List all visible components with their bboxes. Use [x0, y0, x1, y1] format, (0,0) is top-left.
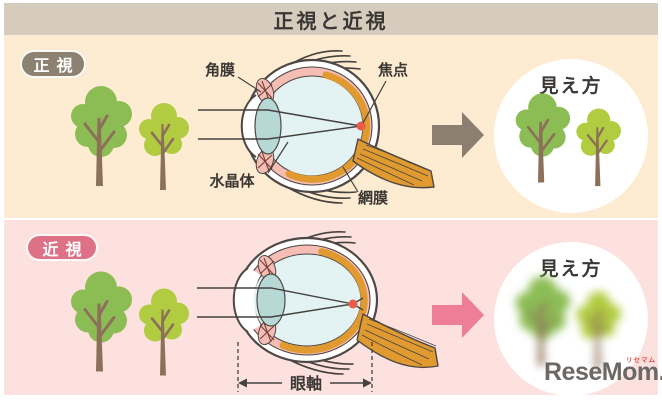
myopia-eye-diagram: 眼軸 — [197, 230, 439, 393]
optic-nerve — [352, 138, 435, 189]
myopia-badge: 近視 — [26, 234, 98, 261]
normal-view-circle: 見え方 — [494, 59, 648, 213]
view-title: 見え方 — [539, 259, 603, 280]
light-rays — [197, 287, 364, 318]
view-title: 見え方 — [539, 76, 603, 97]
trees-illustration — [69, 84, 191, 192]
page-title: 正視と近視 — [4, 3, 658, 35]
ciliary-body — [255, 77, 275, 175]
focal-point-label: 焦点 — [377, 61, 408, 79]
myopia-section: 近視 — [4, 220, 662, 396]
light-rays — [198, 109, 362, 140]
focal-point-dot — [356, 121, 366, 131]
trees-illustration — [69, 270, 191, 377]
lens-shape — [254, 97, 282, 155]
optic-nerve — [356, 313, 439, 369]
blurred-trees-view — [514, 274, 623, 371]
cornea-label: 角膜 — [205, 61, 235, 79]
normal-vision-badge: 正視 — [20, 50, 86, 78]
focal-point-dot — [348, 299, 358, 309]
right-arrow-icon — [432, 112, 484, 158]
resemom-logo-text: ReseMom. — [544, 358, 662, 386]
clear-trees-view — [514, 91, 623, 188]
right-arrow-icon — [432, 292, 484, 338]
cornea-shape — [240, 94, 257, 158]
normal-vision-section: 正視 — [4, 35, 658, 218]
retina-label: 網膜 — [358, 189, 388, 207]
normal-eye-diagram: 角膜 焦点 水晶体 網膜 — [198, 50, 435, 207]
myopia-view-circle: 見え方 — [494, 242, 648, 396]
resemom-logo-ruby: リセマム — [626, 357, 657, 364]
lens-label: 水晶体 — [209, 172, 255, 190]
axial-length-measure: 眼軸 — [237, 342, 373, 393]
resemom-logo: ReseMom. リセマム — [544, 357, 662, 387]
lens-shape — [256, 273, 286, 327]
retina-layer — [279, 248, 368, 354]
axial-length-label: 眼軸 — [290, 374, 322, 393]
cornea-shape — [232, 267, 249, 333]
